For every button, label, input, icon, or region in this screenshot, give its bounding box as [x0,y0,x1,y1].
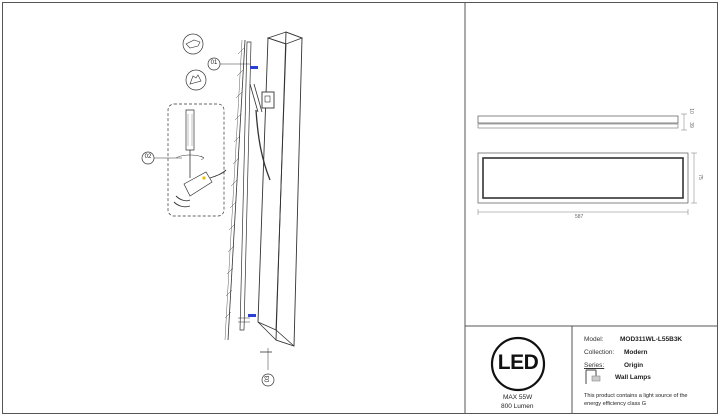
power-rating: MAX 55W [503,394,533,401]
model-label: Model: [584,336,604,343]
dimension-drawings [477,113,697,215]
model-value: MOD311WL-L55B3K [620,336,683,343]
series-label: Series: [584,362,605,369]
led-logo-text: LED [497,351,539,374]
series-value: Origin [624,362,644,369]
dimension-profile-thickness: 39 [687,122,694,128]
callout-02: 02 [144,154,152,160]
energy-note-line1: This product contains a light source of … [584,393,688,399]
callout-01: 01 [210,60,218,66]
lumen-rating: 800 Lumen [501,403,534,410]
collection-value: Modern [624,349,648,356]
dimension-length: 587 [575,214,584,220]
installation-drawing [141,31,304,387]
wall-lamp-icon [585,369,601,384]
led-badge-circle [490,336,546,392]
energy-note-line2: energy efficiency class G [584,401,647,407]
dimension-width: 75 [696,174,703,180]
callout-03: 03 [265,375,271,383]
top-wall-screw [250,66,258,69]
wire-accent [202,176,206,180]
led-badge [490,336,546,392]
category-value: Wall Lamps [615,374,651,381]
collection-label: Collection: [584,349,615,356]
bottom-wall-screw [248,314,256,317]
dimension-profile-depth: 10 [687,108,694,114]
